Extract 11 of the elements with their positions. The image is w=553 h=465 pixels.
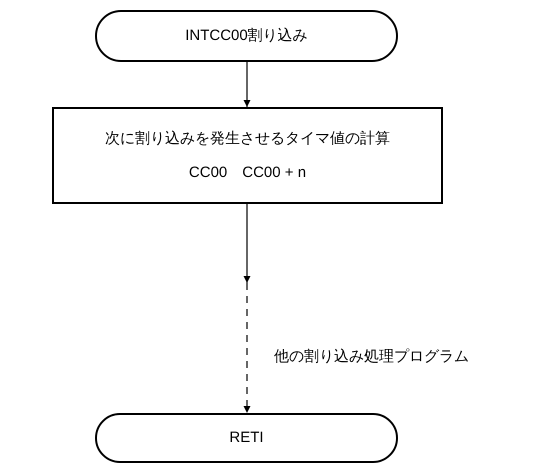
node-text: CC00 CC00 + n bbox=[188, 164, 306, 182]
arrow bbox=[244, 62, 250, 107]
arrow bbox=[244, 204, 250, 283]
arrow bbox=[244, 283, 250, 413]
process-box bbox=[52, 107, 443, 204]
edge-label: 他の割り込み処理プログラム bbox=[274, 347, 469, 365]
node-text: 次に割り込みを発生させるタイマ値の計算 bbox=[105, 130, 390, 148]
terminal-shape bbox=[95, 413, 398, 463]
terminal-shape bbox=[95, 10, 398, 62]
node-text: INTCC00割り込み bbox=[185, 27, 308, 45]
node-text: RETI bbox=[229, 429, 264, 447]
